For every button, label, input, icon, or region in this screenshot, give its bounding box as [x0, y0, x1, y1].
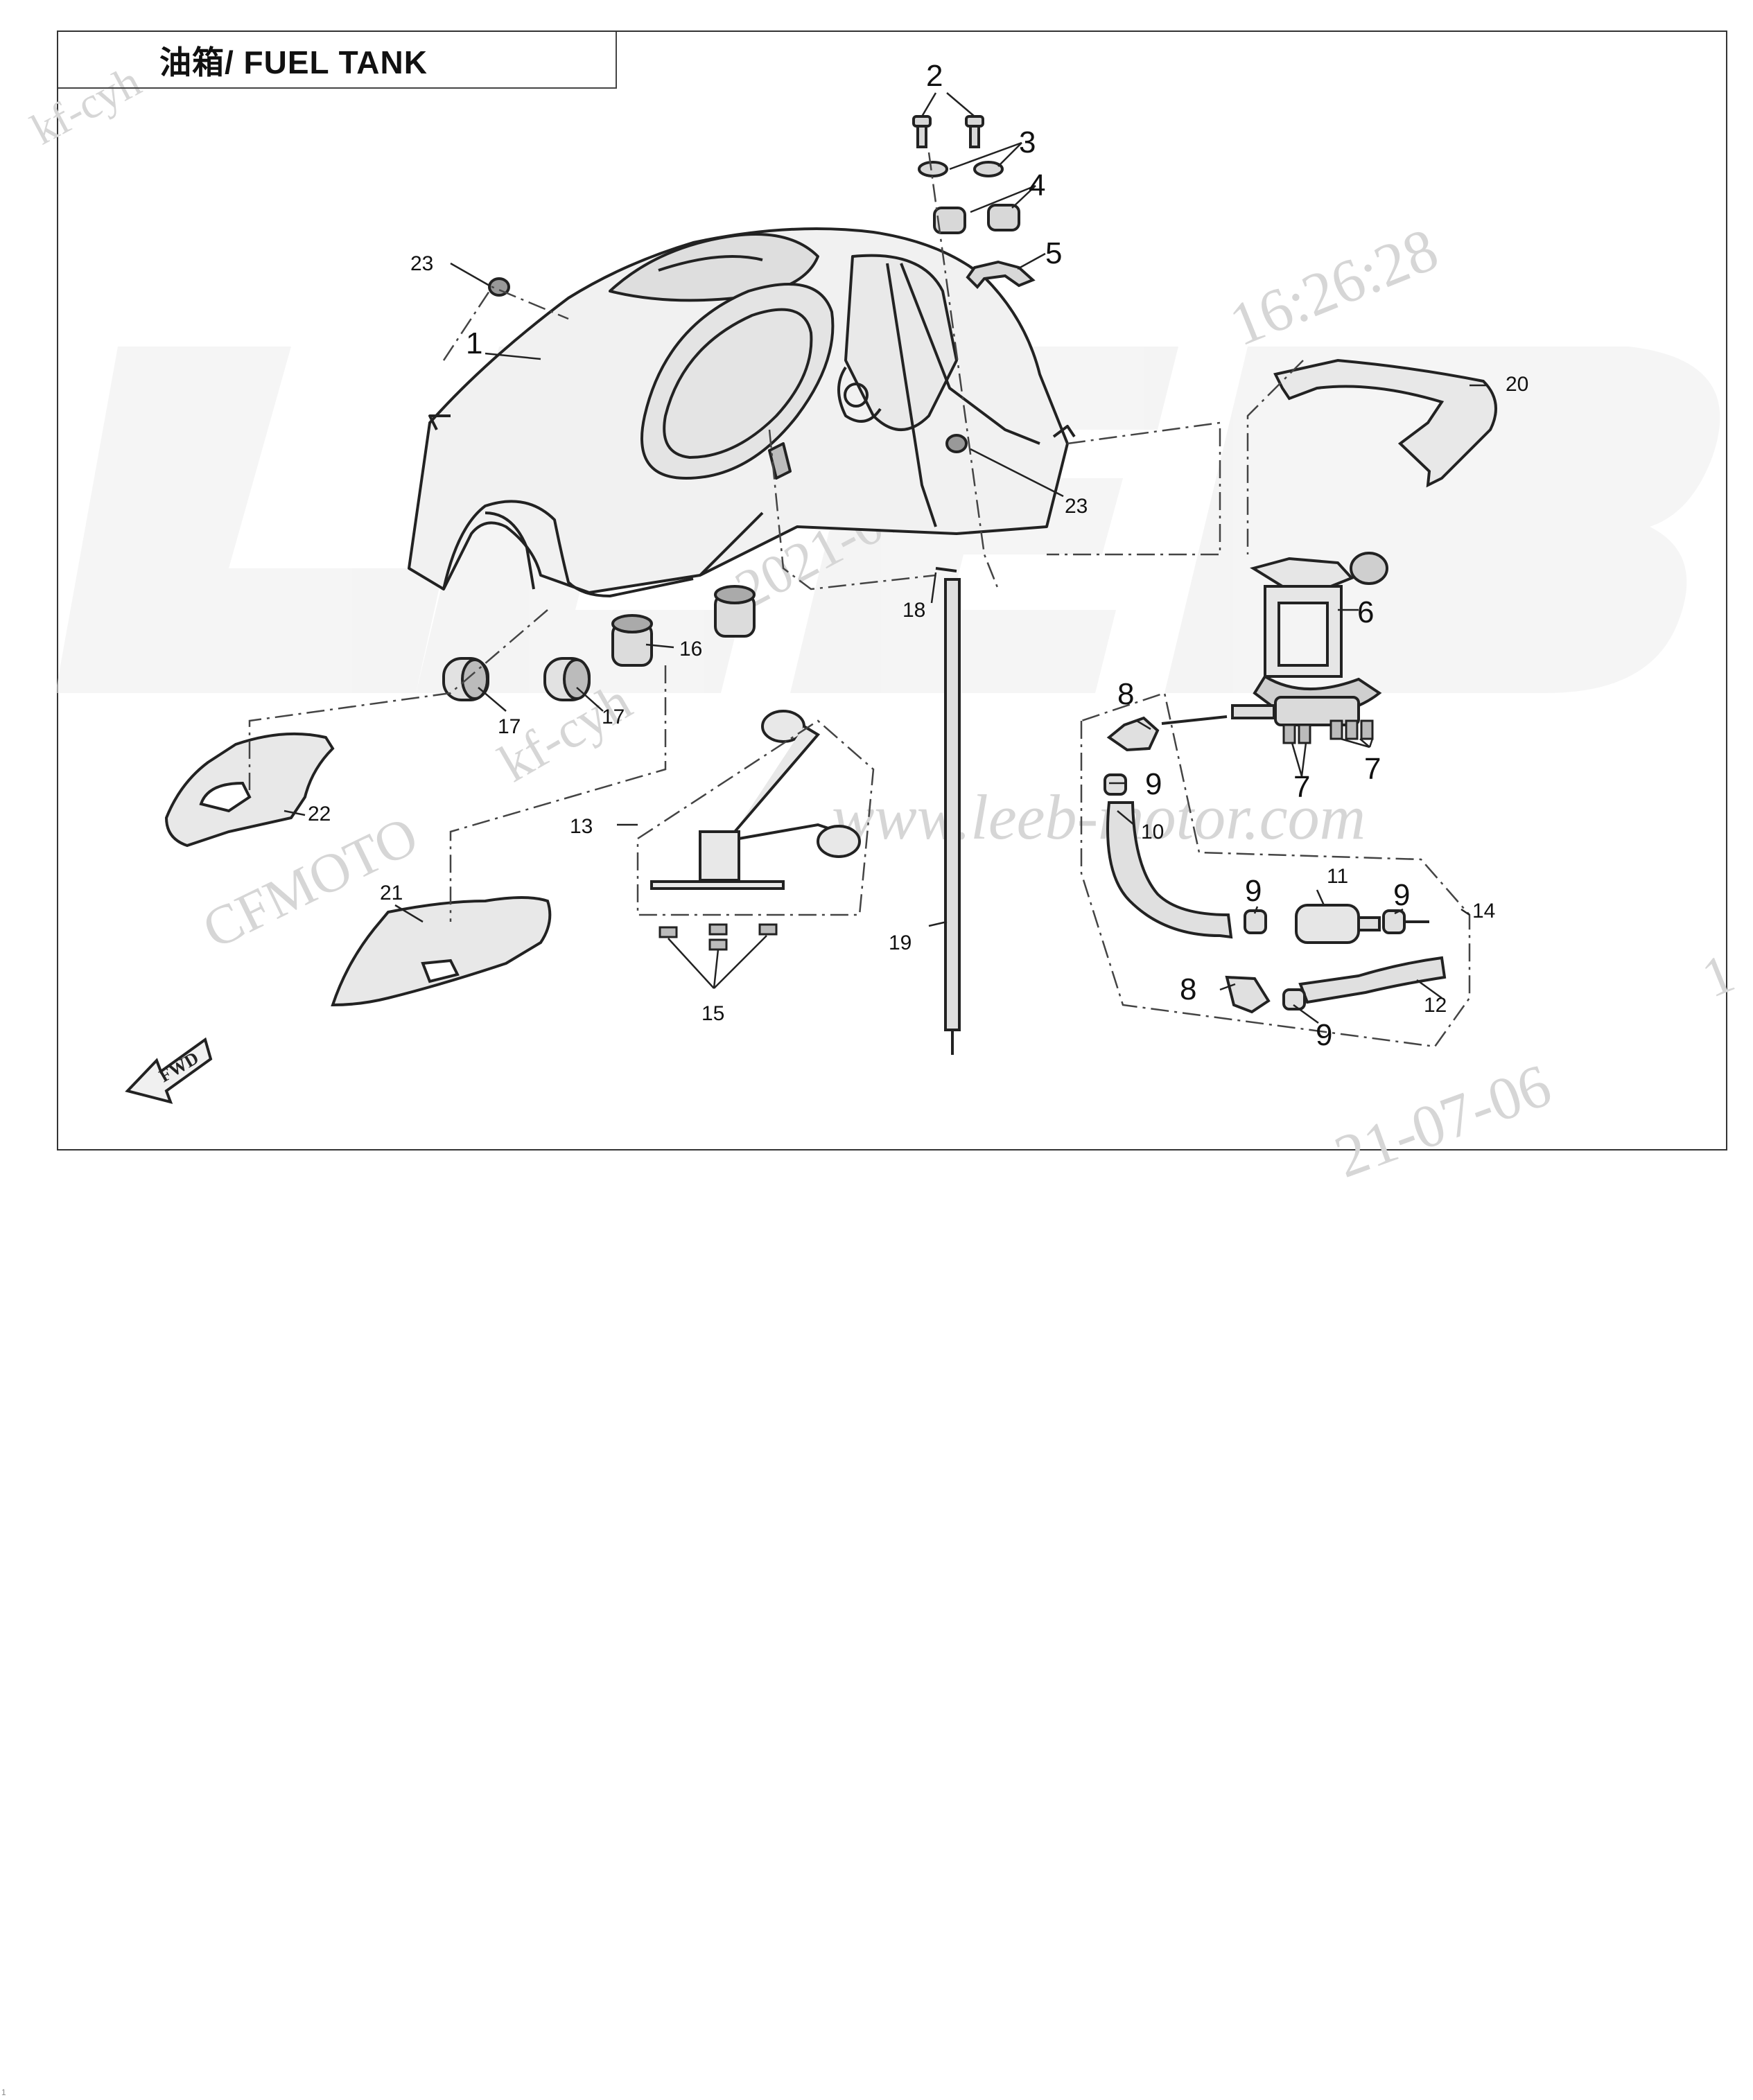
watermark-time: 16:26:28: [1221, 216, 1447, 359]
callout-7a: 7: [1293, 770, 1310, 804]
callout-19: 19: [889, 931, 912, 954]
callout-8a: 8: [1117, 677, 1134, 711]
callout-23a: 23: [410, 252, 433, 275]
callout-17b: 17: [602, 706, 625, 728]
fuel-pump-6: [1231, 552, 1388, 726]
fuel-pump-nuts-7: [1282, 719, 1374, 744]
callout-22: 22: [308, 803, 331, 825]
watermark-website: www.leeb-motor.com: [832, 782, 1366, 852]
callout-6: 6: [1357, 595, 1374, 629]
fuel-tank-body: [408, 227, 1076, 597]
callout-8b: 8: [1180, 972, 1196, 1006]
grommet-23b: [945, 434, 968, 453]
sensor-bolts-15: [659, 923, 778, 951]
mount-hardware: [912, 115, 1036, 289]
callout-9b: 9: [1245, 874, 1262, 908]
callout-3: 3: [1019, 125, 1036, 159]
title-box: [58, 32, 617, 89]
heat-shield-20: [1273, 358, 1497, 488]
tank-damper-16a: [611, 614, 653, 667]
callout-labels: 1 2 3 4 5 6 7 7 8 8 9 9 9 9 10 11 12 13 …: [308, 59, 1528, 1052]
callout-21: 21: [380, 882, 403, 904]
callout-5: 5: [1045, 236, 1062, 270]
callout-20: 20: [1506, 373, 1528, 396]
leader-lines: [284, 92, 1488, 1024]
callout-15: 15: [701, 1002, 724, 1025]
callout-9a: 9: [1145, 767, 1162, 801]
page-number: 1: [1, 2088, 6, 2097]
callout-16: 16: [679, 638, 702, 660]
fuel-level-sensor-13: [650, 710, 861, 890]
callout-1: 1: [466, 326, 482, 360]
page-title: 油箱/ FUEL TANK: [159, 44, 428, 80]
fwd-arrow-icon: FWD: [125, 1037, 213, 1104]
tank-damper-16b: [714, 585, 756, 638]
callout-17a: 17: [498, 715, 521, 738]
fuel-line-assembly: [1104, 715, 1447, 1014]
watermark-date-bottom: 21-07-06: [1327, 1051, 1560, 1191]
callout-9c: 9: [1393, 878, 1410, 912]
callout-12: 12: [1424, 994, 1447, 1017]
callout-10: 10: [1141, 821, 1164, 843]
callout-14: 14: [1472, 900, 1495, 922]
drain-hose-19: [935, 567, 961, 1055]
callout-18: 18: [902, 599, 925, 622]
callout-13: 13: [570, 815, 593, 838]
group-lines: [248, 152, 1471, 1048]
callout-7b: 7: [1364, 752, 1381, 786]
callout-4: 4: [1029, 168, 1045, 202]
callout-23b: 23: [1065, 495, 1088, 518]
foam-pad-21: [331, 896, 552, 1007]
watermark-edge-digit: 1: [1694, 943, 1743, 1010]
callout-9d: 9: [1316, 1018, 1332, 1052]
callout-2: 2: [926, 59, 943, 93]
callout-11: 11: [1327, 865, 1348, 888]
